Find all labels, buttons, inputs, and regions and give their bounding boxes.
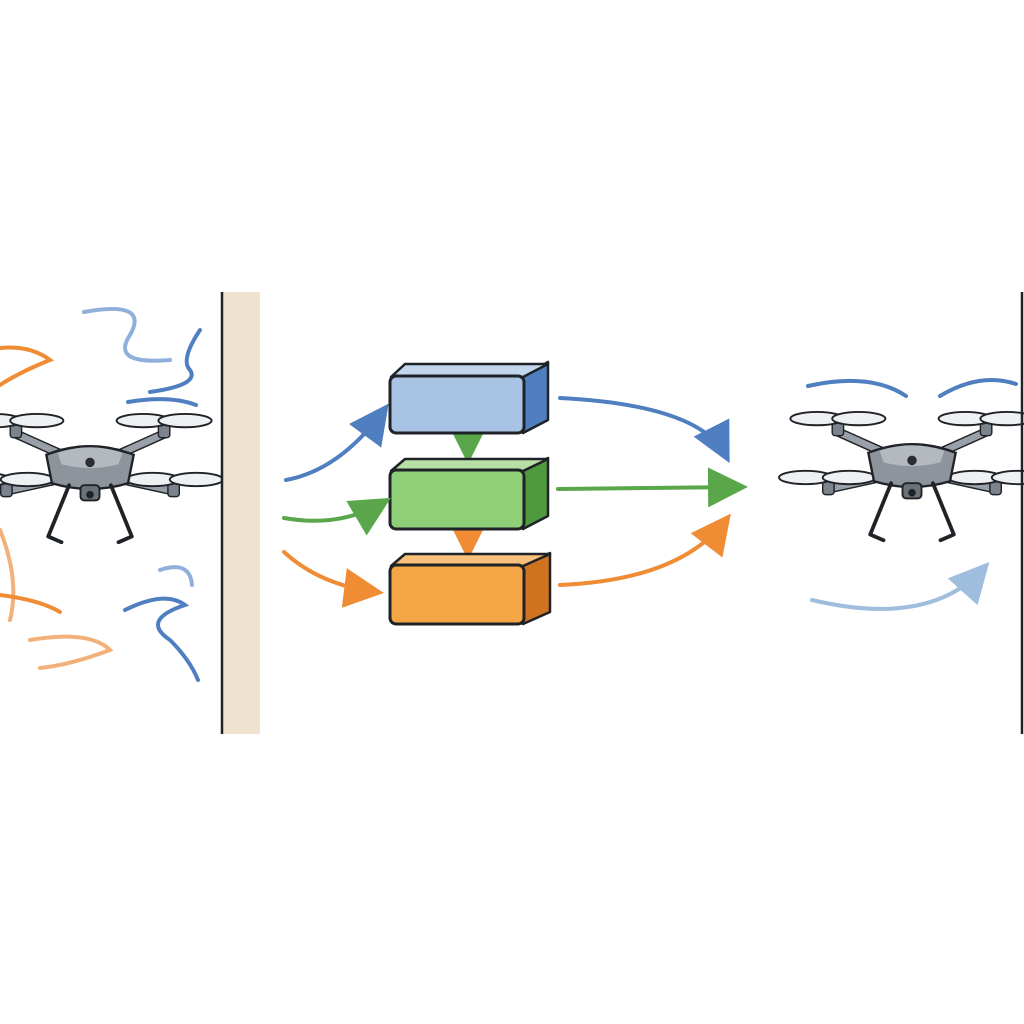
disturbance-waves bbox=[0, 307, 202, 682]
quadcopter-icon bbox=[0, 414, 223, 542]
left-panel bbox=[0, 307, 223, 682]
blue-wave bbox=[148, 328, 202, 394]
orange-wave bbox=[28, 634, 114, 670]
blue-wave bbox=[82, 307, 172, 363]
block-stack bbox=[388, 360, 552, 626]
divider-wall bbox=[220, 292, 260, 734]
block-icon bbox=[388, 551, 552, 626]
right-panel bbox=[779, 292, 1024, 734]
block-icon bbox=[388, 456, 550, 531]
arrow-green-in bbox=[282, 497, 391, 536]
blue-wave bbox=[126, 397, 198, 407]
arrow-blue-out bbox=[558, 396, 730, 464]
output-arrows bbox=[556, 396, 748, 587]
blue-wave bbox=[123, 596, 200, 682]
input-arrows bbox=[282, 403, 391, 608]
motion-arc bbox=[938, 378, 1018, 398]
quadcopter-icon bbox=[779, 412, 1024, 540]
stabilize-arrow bbox=[810, 562, 990, 611]
arrow-blue-in bbox=[284, 403, 389, 482]
arrow-orange-in bbox=[282, 550, 384, 608]
block-icon bbox=[388, 360, 550, 435]
arrow-orange-out bbox=[558, 513, 731, 587]
arrow-green-out bbox=[556, 467, 748, 508]
motion-arc bbox=[806, 378, 908, 398]
blue-wave bbox=[158, 565, 194, 587]
orange-wave bbox=[0, 345, 55, 387]
orange-wave bbox=[0, 528, 16, 622]
orange-wave bbox=[0, 593, 62, 614]
